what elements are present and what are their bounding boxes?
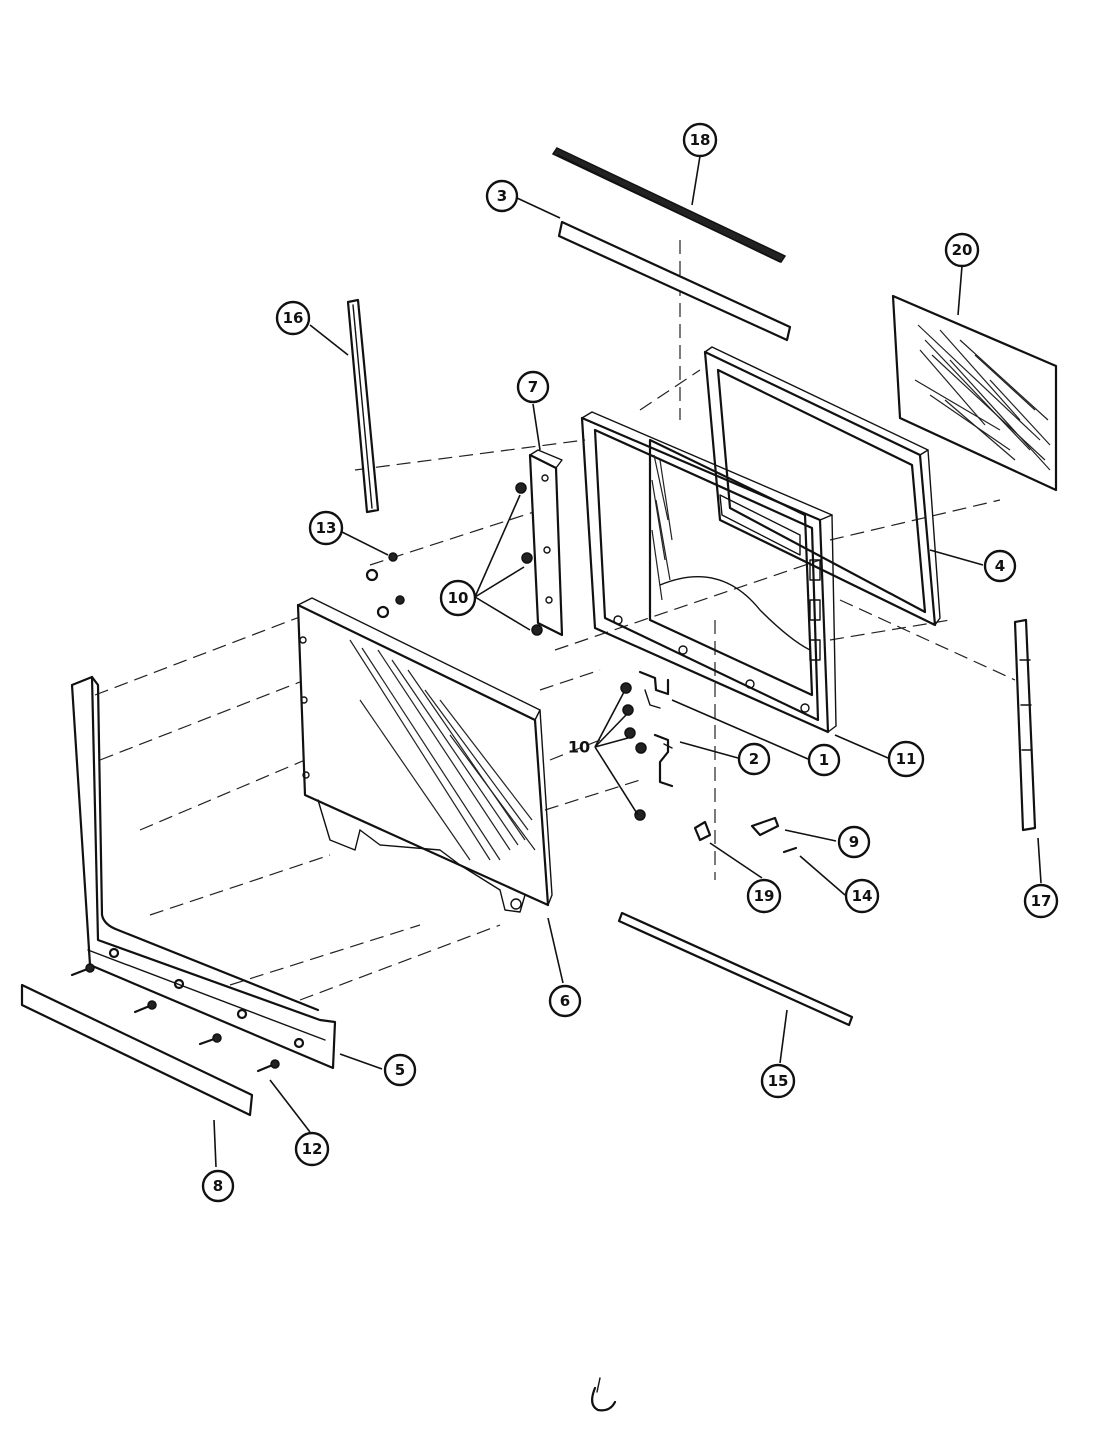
callout-19: 19: [746, 878, 782, 914]
callout-12: 12: [294, 1131, 330, 1167]
part-17-side-gasket: [1013, 618, 1037, 832]
callout-15-label: 15: [768, 1072, 789, 1090]
callout-2-label: 2: [749, 750, 759, 768]
part-7-hinge-bracket: [528, 449, 564, 637]
callout-12-label: 12: [302, 1140, 323, 1158]
callout-1-label: 1: [819, 751, 829, 769]
callout-18-label: 18: [690, 131, 711, 149]
part-19-fastener: [693, 820, 712, 842]
callout-9: 9: [837, 825, 871, 859]
callout-7: 7: [516, 370, 550, 404]
part-11-door-frame: [580, 411, 837, 734]
part-15-bottom-gasket: [617, 911, 854, 1027]
callout-6: 6: [548, 984, 582, 1018]
part-4-rear-frame: [703, 346, 941, 627]
callout-5: 5: [383, 1053, 417, 1087]
callout-14-label: 14: [852, 887, 873, 905]
callout-4: 4: [983, 549, 1017, 583]
callout-18: 18: [682, 122, 718, 158]
part-13-screws: [365, 552, 405, 619]
part-8-bottom-strip: [20, 983, 254, 1117]
callout-8-label: 8: [213, 1177, 223, 1195]
callout-7-label: 7: [528, 378, 538, 396]
part-9-clip: [750, 816, 780, 837]
callout-16: 16: [275, 300, 311, 336]
callout-8: 8: [201, 1169, 235, 1203]
callout-11-label: 11: [896, 750, 917, 768]
callout-3: 3: [485, 179, 519, 213]
callout-1: 1: [807, 743, 841, 777]
part-2-hinge-bracket: [653, 733, 674, 788]
callout-2: 2: [737, 742, 771, 776]
callout-4-label: 4: [995, 557, 1005, 575]
callout-20-label: 20: [952, 241, 973, 259]
callout-10-upper-label: 10: [448, 589, 469, 607]
callout-17-label: 17: [1031, 892, 1052, 910]
part-1-hinge-bracket: [638, 670, 670, 709]
callout-9-label: 9: [849, 833, 859, 851]
leader-lines: [213, 155, 1042, 1168]
part-3-top-trim: [557, 220, 792, 342]
callout-6-label: 6: [560, 992, 570, 1010]
part-18-top-gasket: [551, 147, 787, 263]
callout-14: 14: [844, 878, 880, 914]
part-16-side-gasket: [346, 298, 380, 514]
callout-10-lower-label: 10: [568, 738, 590, 757]
part-5-door-trim: [70, 675, 337, 1070]
callout-13-label: 13: [316, 519, 337, 537]
alignment-lines: [94, 240, 1016, 1001]
part-10-screws-lower: [620, 682, 647, 821]
part-20-glass-panel: [891, 294, 1058, 492]
callout-5-label: 5: [395, 1061, 405, 1079]
callout-15: 15: [760, 1063, 796, 1099]
callout-10-upper: 10: [439, 579, 477, 617]
callout-19-label: 19: [754, 887, 775, 905]
page-mark: [591, 1377, 617, 1412]
callout-11: 11: [887, 740, 925, 778]
callout-16-label: 16: [283, 309, 304, 327]
part-12-screws: [70, 963, 280, 1073]
callout-13: 13: [308, 510, 344, 546]
part-10-screws-upper: [515, 482, 543, 636]
callout-3-label: 3: [497, 187, 507, 205]
callout-20: 20: [944, 232, 980, 268]
part-6-outer-door-panel: [296, 597, 553, 913]
callout-17: 17: [1023, 883, 1059, 919]
part-14-screw: [782, 846, 798, 854]
